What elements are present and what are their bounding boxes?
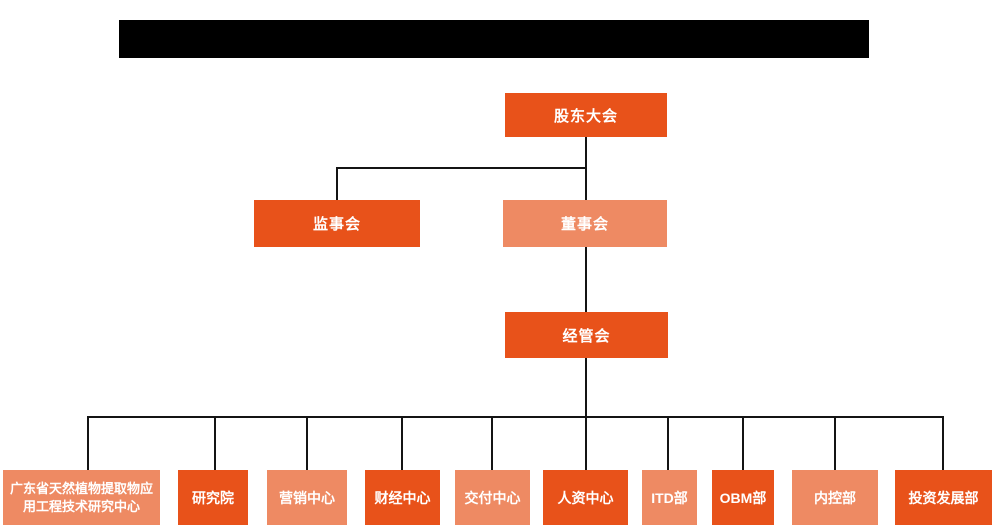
org-node-board-of-directors: 董事会 [503,200,667,247]
org-node-dept-research-institute: 研究院 [178,470,248,525]
connector-drop-dept-2 [214,416,216,470]
org-node-dept-internal-control: 内控部 [792,470,878,525]
connector-drop-dept-1 [87,416,89,470]
org-node-dept-itd: ITD部 [642,470,697,525]
org-node-supervisory-board: 监事会 [254,200,420,247]
org-node-dept-obm: OBM部 [712,470,774,525]
org-node-dept-delivery-center: 交付中心 [455,470,530,525]
connector-departments-horizontal [87,416,944,418]
connector-drop-dept-7 [667,416,669,470]
redacted-title-bar [119,20,869,58]
connector-drop-dept-3 [306,416,308,470]
connector-management-to-departments [585,358,587,470]
connector-branch-supervisory-horizontal [336,167,587,169]
org-node-dept-marketing-center: 营销中心 [267,470,347,525]
connector-drop-dept-5 [491,416,493,470]
connector-drop-dept-9 [834,416,836,470]
org-node-dept-investment-development: 投资发展部 [895,470,992,525]
org-node-dept-hr-center: 人资中心 [543,470,628,525]
org-node-shareholders-meeting: 股东大会 [505,93,667,137]
connector-drop-dept-10 [942,416,944,470]
org-node-management-committee: 经管会 [505,312,668,358]
connector-drop-dept-4 [401,416,403,470]
org-node-dept-finance-center: 财经中心 [365,470,440,525]
connector-branch-to-supervisory [336,167,338,200]
org-node-dept-research-center: 广东省天然植物提取物应用工程技术研究中心 [3,470,160,525]
connector-drop-dept-8 [742,416,744,470]
connector-board-to-management [585,247,587,312]
